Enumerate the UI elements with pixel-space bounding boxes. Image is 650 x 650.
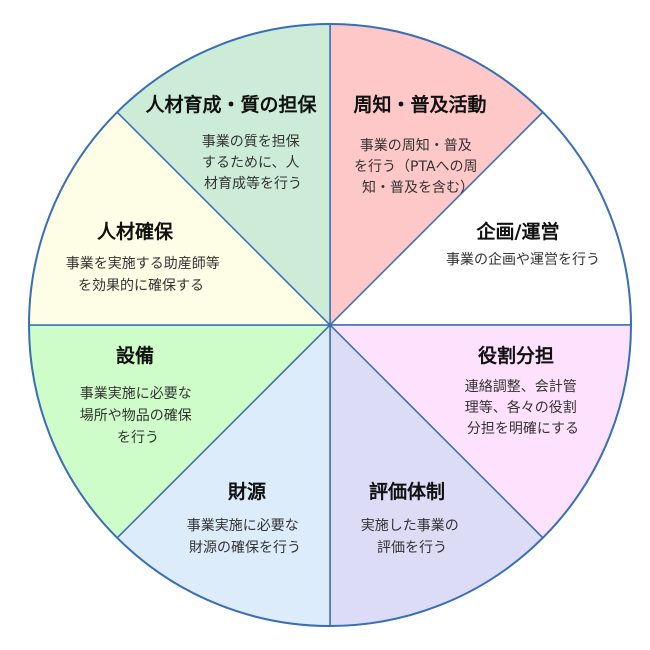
- segment-setsubi: 設備 事業実施に必要な 場所や物品の確保 を行う: [80, 344, 196, 446]
- svg-text:事業実施に必要な 財源の確保を行う: 事業実施に必要な 財源の確保を行う: [187, 518, 303, 556]
- wheel-segments: [28, 23, 632, 627]
- segment-title: 財源: [228, 480, 266, 503]
- segment-title: 人材育成・質の担保: [145, 93, 317, 116]
- segment-desc-line: 事業の質を担保: [202, 134, 300, 150]
- segment-desc-line: 連絡調整、会計管: [465, 379, 577, 395]
- svg-text:事業実施に必要な 場所や物品の確保: 事業実施に必要な 場所や物品の確保 を行う: [80, 386, 196, 446]
- segment-yakuwari-buntan: 役割分担 連絡調整、会計管 理等、各々の役割 分担を明確にする: [465, 344, 581, 437]
- segment-desc-line: 実施した事業の: [361, 518, 459, 534]
- svg-text:事業の質を担保 するために、人 材育: 事業の質を担保 するために、人 材育成等を行う: [202, 134, 304, 192]
- segment-title: 役割分担: [478, 344, 554, 367]
- segment-title: 周知・普及活動: [353, 93, 486, 116]
- segment-desc-line: 場所や物品の確保: [80, 408, 192, 424]
- segment-jinzai-ikusei: 人材育成・質の担保 事業の質を担保 するために、人 材育成等を行う: [145, 93, 317, 192]
- segment-desc-line: 事業の周知・普及: [360, 137, 472, 154]
- segment-title: 設備: [116, 344, 154, 367]
- segment-desc-line: 事業実施に必要な: [187, 518, 299, 534]
- segment-desc-line: 理等、各々の役割: [465, 399, 577, 416]
- segment-desc-line: 知・普及を含む）: [362, 179, 474, 196]
- segment-shuchi-fukyu: 周知・普及活動 事業の周知・普及 を行う（PTAへの周 知・普及を含む）: [353, 93, 486, 196]
- svg-text:実施した事業の 評価を行う: 実施した事業の 評価を行う: [361, 518, 463, 556]
- segment-desc-line: 分担を明確にする: [467, 421, 579, 437]
- segment-title: 評価体制: [369, 480, 445, 503]
- segment-zaigen: 財源 事業実施に必要な 財源の確保を行う: [187, 480, 303, 556]
- segment-desc-line: を効果的に確保する: [78, 278, 204, 294]
- segment-title: 企画/運営: [476, 220, 560, 243]
- segment-title: 人材確保: [97, 220, 174, 243]
- segment-desc-line: 評価を行う: [377, 540, 447, 556]
- segment-desc-line: 事業の企画や運営を行う: [446, 251, 600, 268]
- segment-desc-line: 材育成等を行う: [204, 175, 302, 192]
- svg-text:事業を実施する助産師等 を効果的に確保する: 事業を実施する助産師等 を効果的に確保する: [66, 255, 224, 294]
- segment-desc-line: を行う: [117, 430, 159, 446]
- segment-desc-line: 事業を実施する助産師等: [66, 255, 220, 272]
- svg-text:事業の周知・普及 を行う（PTAへの周: 事業の周知・普及 を行う（PTAへの周 知・普及を含む）: [354, 137, 482, 196]
- wheel-outline: [28, 23, 632, 627]
- segment-desc-line: 事業実施に必要な: [80, 386, 192, 402]
- segment-kikaku-unei: 企画/運営 事業の企画や運営を行う: [446, 220, 600, 268]
- svg-text:連絡調整、会計管 理等、各々の役割: 連絡調整、会計管 理等、各々の役割 分担を明確にする: [465, 379, 581, 437]
- segment-jinzai-kakuho: 人材確保 事業を実施する助産師等 を効果的に確保する: [66, 220, 224, 294]
- segment-desc-line: するために、人: [202, 155, 300, 171]
- svg-text:事業の企画や運営を行う: 事業の企画や運営を行う: [446, 251, 600, 268]
- segment-desc-line: を行う（PTAへの周: [354, 159, 477, 175]
- segment-hyoka-taisei: 評価体制 実施した事業の 評価を行う: [361, 480, 463, 556]
- segment-desc-line: 財源の確保を行う: [189, 540, 301, 556]
